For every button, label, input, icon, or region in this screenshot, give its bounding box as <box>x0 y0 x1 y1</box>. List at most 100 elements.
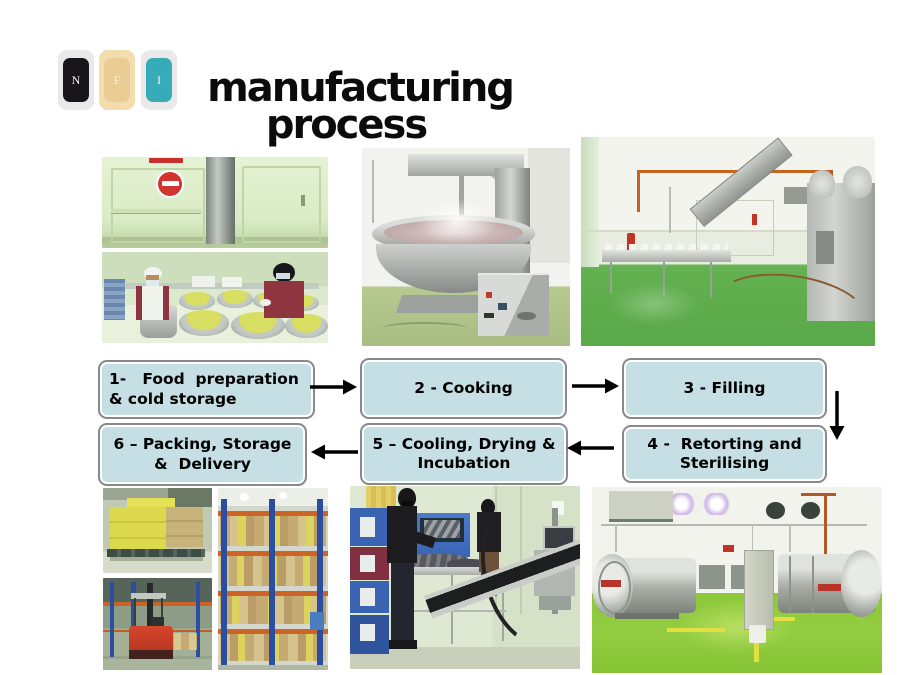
green-wall-corner <box>581 137 599 267</box>
white-bin <box>221 276 243 288</box>
crate-label <box>359 588 376 607</box>
rack-post <box>221 498 228 667</box>
yellow-floor-line <box>766 617 795 621</box>
pipe-vertical <box>615 524 617 553</box>
rack-post <box>317 498 324 667</box>
red-sign <box>722 544 735 553</box>
wall-shade <box>528 148 570 263</box>
wall-vent <box>699 565 726 590</box>
door-frame-line <box>520 486 523 615</box>
red-sign <box>751 214 757 225</box>
logo-letter-f-text: F <box>113 72 121 87</box>
photo-packing-workers <box>350 486 580 669</box>
arrow-head <box>567 440 581 456</box>
floor <box>103 658 212 670</box>
packing-table <box>391 566 511 575</box>
forklift-counterweight <box>129 649 173 659</box>
worker-left-legs <box>391 562 415 644</box>
carton-tan-side <box>166 506 204 548</box>
arrow-down-icon <box>829 391 845 440</box>
pallet-base <box>107 549 206 557</box>
flow-step-1-label: 1- Food preparation & cold storage <box>109 370 299 408</box>
floor <box>350 647 580 669</box>
arrow-left-icon <box>311 444 358 460</box>
mixing-bowl <box>217 290 254 309</box>
floor-cable <box>382 322 466 334</box>
carton-yellow-face <box>109 506 167 550</box>
flow-step-6: 6 – Packing, Storage & Delivery <box>98 423 307 486</box>
ceiling-light <box>240 493 249 501</box>
retort-right-seam <box>789 555 791 612</box>
left-door-frame <box>111 167 206 243</box>
boxes <box>166 633 197 650</box>
crate-label <box>359 623 376 642</box>
orange-pipe-vertical <box>824 492 827 554</box>
photo-cooking-kettle <box>362 148 570 346</box>
worker-left <box>131 266 176 338</box>
rack-post <box>131 581 136 658</box>
flow-step-3: 3 - Filling <box>622 358 827 419</box>
door-handle <box>300 195 306 207</box>
rack-post <box>109 581 114 658</box>
round-vent <box>800 501 820 519</box>
worker-shirt <box>264 280 304 319</box>
logo-letter-i: I <box>146 58 172 102</box>
table-leg <box>710 262 713 298</box>
page-title-line1: manufacturing <box>207 65 515 111</box>
orange-pipe-horizontal <box>800 492 836 496</box>
photo-filling-line <box>581 137 875 346</box>
logo-letter-n-text: N <box>71 72 81 87</box>
retort-left-label <box>600 580 621 587</box>
photo-forklift <box>103 578 212 670</box>
steel-door <box>205 157 236 245</box>
control-box <box>478 272 550 337</box>
worker-right <box>260 262 310 338</box>
mixing-bowl <box>178 292 215 311</box>
rack-post <box>195 581 200 658</box>
control-cabinet <box>744 550 774 631</box>
arrow-head <box>605 378 619 394</box>
forklift-roof-post <box>160 598 164 631</box>
floor-shadow <box>109 556 204 562</box>
labeller-base <box>538 595 571 611</box>
arrow-left-icon <box>567 440 614 456</box>
blue-bin <box>310 611 324 630</box>
rack-beam <box>103 601 212 606</box>
round-vent <box>766 501 785 519</box>
handle-hole <box>517 311 536 321</box>
worker-mask <box>146 280 159 287</box>
floor-light-patch <box>679 598 795 655</box>
dark-slot <box>484 312 495 318</box>
arrow-right-icon <box>310 379 357 395</box>
logo-tile-n: N <box>58 50 94 110</box>
crate-label <box>359 554 376 573</box>
ceiling-light-glow <box>667 492 697 515</box>
flow-step-5-label: 5 – Cooling, Drying & Incubation <box>372 434 556 472</box>
conveyor-motor <box>783 187 811 204</box>
forklift-roof <box>131 592 167 600</box>
page-title: manufacturing process <box>190 68 530 145</box>
flow-step-4-label: 4 - Retorting and Sterilising <box>647 434 802 472</box>
mixer-arm <box>407 153 525 176</box>
pipe-vertical <box>751 524 753 553</box>
arrow-head <box>343 379 357 395</box>
wainscot-line <box>581 230 875 232</box>
arrow-head <box>829 426 845 440</box>
cup-row <box>604 243 728 252</box>
page-title-line2: process <box>265 102 428 149</box>
floor-strip <box>218 664 328 670</box>
photo-cold-storage-doors <box>102 157 328 248</box>
white-bin <box>192 275 215 288</box>
retort-right-label <box>818 583 842 592</box>
blue-button <box>498 302 507 311</box>
yellow-floor-line <box>754 632 759 662</box>
forklift-mast <box>146 582 154 655</box>
flow-step-3-label: 3 - Filling <box>683 378 766 397</box>
hopper <box>808 170 836 198</box>
dark-backdrop <box>168 488 212 507</box>
table-shelf <box>396 610 507 613</box>
pouches-in-tub <box>424 520 460 539</box>
rack-post <box>268 498 275 667</box>
ceiling-light-glow <box>702 492 732 515</box>
photo-food-preparation <box>102 252 328 343</box>
